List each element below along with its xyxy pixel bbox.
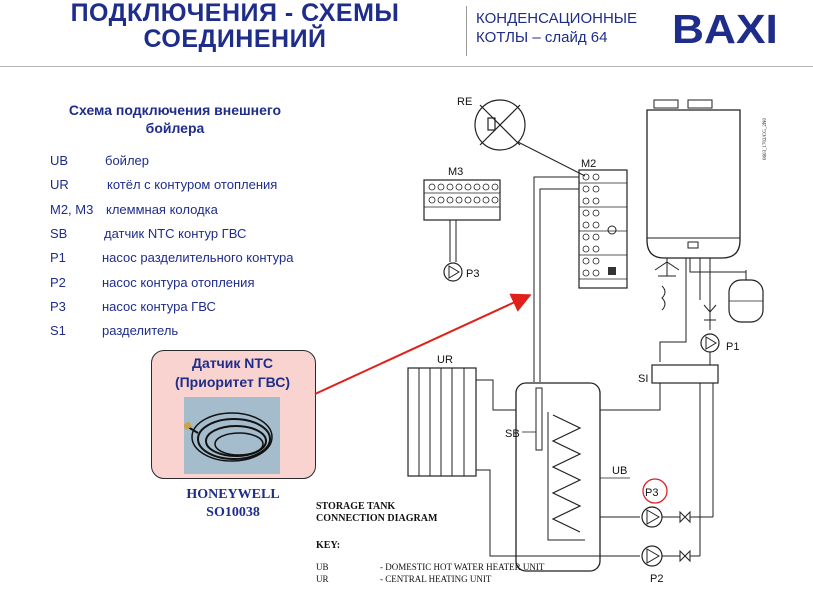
label-ub: UB bbox=[612, 465, 627, 477]
ntc-sensor-title-line2: (Приоритет ГВС) bbox=[174, 374, 291, 390]
check-valve-icon bbox=[679, 510, 691, 524]
caption-ub-code: UB bbox=[316, 562, 329, 572]
boiler-piping bbox=[654, 258, 746, 362]
sensor-cable-icon bbox=[182, 412, 273, 462]
caption-ub-desc: - DOMESTIC HOT WATER HEATER UNIT bbox=[380, 562, 545, 572]
label-p3: P3 bbox=[645, 487, 658, 499]
pointer-arrow bbox=[314, 293, 532, 395]
legend-code: P2 bbox=[50, 275, 66, 290]
ntc-sensor-title-line1: Датчик NTC bbox=[191, 355, 274, 371]
sensor-model-number: SO10038 bbox=[206, 505, 260, 520]
page-title-line2: СОЕДИНЕНИЙ bbox=[143, 25, 327, 53]
terminal-block-m2: M2 bbox=[578, 158, 628, 289]
pump-p1: P1 bbox=[700, 333, 739, 365]
legend-code: P1 bbox=[50, 250, 66, 265]
slide-subtitle-line1: КОНДЕНСАЦИОННЫЕ bbox=[476, 10, 638, 27]
pump-p3-top-icon bbox=[443, 262, 463, 282]
header-rule bbox=[0, 66, 813, 67]
legend-desc: разделитель bbox=[102, 323, 179, 338]
storage-tank-ub: SB UB bbox=[505, 382, 640, 572]
legend-code: P3 bbox=[50, 299, 66, 314]
radiator-ur: UR bbox=[407, 354, 640, 557]
label-m3: M3 bbox=[448, 166, 463, 178]
label-p3-top: P3 bbox=[466, 268, 479, 280]
legend-code: UR bbox=[50, 177, 69, 192]
sensor-model: HONEYWELL SO10038 bbox=[150, 486, 316, 522]
separator-si: SI bbox=[600, 364, 719, 556]
highlight-circle bbox=[642, 478, 668, 504]
legend-desc: клеммная колодка bbox=[106, 202, 218, 217]
label-p1: P1 bbox=[726, 341, 739, 353]
boiler-unit: 0603_1702/CG_2N0 bbox=[646, 99, 768, 259]
legend-code: SB bbox=[50, 226, 68, 241]
page-title-line1: ПОДКЛЮЧЕНИЯ - СХЕМЫ bbox=[70, 0, 400, 27]
header-divider bbox=[466, 6, 467, 56]
check-valve-icon bbox=[679, 549, 691, 563]
label-ur: UR bbox=[437, 354, 453, 366]
legend-desc: датчик NTC контур ГВС bbox=[104, 226, 247, 241]
baxi-logo: BAXI bbox=[672, 6, 778, 52]
legend-desc: бойлер bbox=[105, 153, 149, 168]
caption-ur-desc: - CENTRAL HEATING UNIT bbox=[380, 574, 492, 584]
caption-ur-code: UR bbox=[316, 574, 329, 584]
legend-desc: котёл с контуром отопления bbox=[107, 177, 278, 192]
caption-key: KEY: bbox=[316, 540, 340, 551]
label-sb: SB bbox=[505, 428, 520, 440]
label-drawing-code: 0603_1702/CG_2N0 bbox=[763, 118, 768, 160]
wire bbox=[517, 141, 586, 177]
legend-desc: насос контура отопления bbox=[102, 275, 255, 290]
pump-p3: P3 bbox=[641, 478, 713, 528]
pump-p2: P2 bbox=[641, 545, 700, 585]
terminal-block-m3: M3 P3 bbox=[423, 166, 501, 282]
legend-desc: насос контура ГВС bbox=[102, 299, 216, 314]
expansion-vessel bbox=[728, 270, 764, 323]
label-re: RE bbox=[457, 96, 472, 108]
ntc-sensor-title: Датчик NTC (Приоритет ГВС) bbox=[151, 354, 314, 392]
legend-code: UB bbox=[50, 153, 69, 168]
label-p2: P2 bbox=[650, 573, 663, 585]
legend-title-line2: бойлера bbox=[145, 120, 205, 136]
relay-re: RE bbox=[457, 96, 526, 151]
sensor-wire bbox=[533, 176, 579, 382]
caption-line1: STORAGE TANK bbox=[316, 501, 395, 512]
legend-title: Схема подключения внешнего бойлера bbox=[50, 101, 300, 137]
diagram-caption: STORAGE TANK CONNECTION DIAGRAM KEY: UB … bbox=[316, 501, 545, 584]
legend-desc: насос разделительного контура bbox=[102, 250, 294, 265]
slide-subtitle-line2: КОТЛЫ – слайд 64 bbox=[476, 29, 608, 46]
page-title: ПОДКЛЮЧЕНИЯ - СХЕМЫ СОЕДИНЕНИЙ bbox=[40, 0, 430, 52]
slide-subtitle: КОНДЕНСАЦИОННЫЕ КОТЛЫ – слайд 64 bbox=[476, 9, 637, 47]
legend-code: M2, M3 bbox=[50, 202, 94, 217]
legend-code: S1 bbox=[50, 323, 66, 338]
sensor-wire bbox=[539, 188, 579, 382]
sensor-brand: HONEYWELL bbox=[186, 487, 280, 502]
legend-title-line1: Схема подключения внешнего bbox=[68, 102, 282, 118]
label-si: SI bbox=[638, 373, 648, 385]
caption-line2: CONNECTION DIAGRAM bbox=[316, 513, 438, 524]
label-m2: M2 bbox=[581, 158, 596, 170]
ntc-sensor-photo bbox=[182, 397, 280, 474]
